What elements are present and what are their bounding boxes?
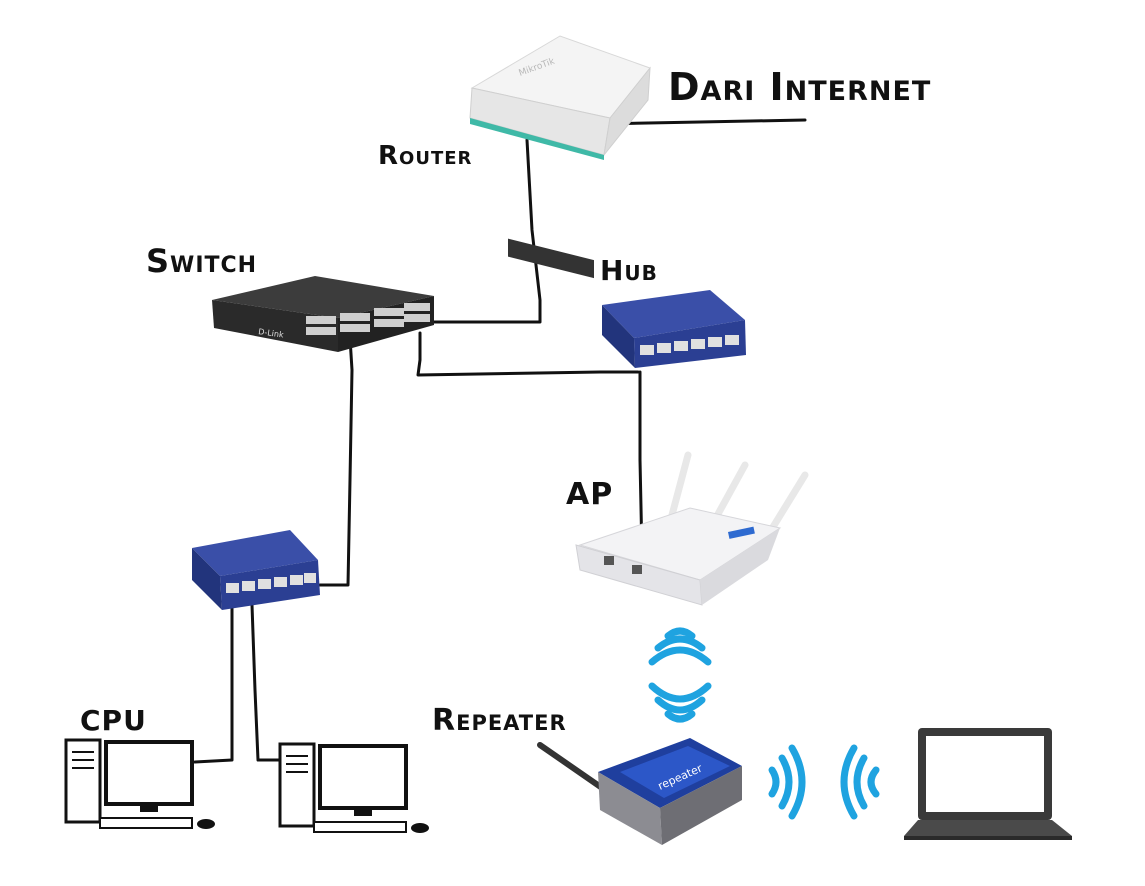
pc-2-keyboard: [313, 821, 407, 833]
pc-2-stand: [354, 808, 372, 816]
wifi-arc-rep-1: [664, 710, 696, 723]
label-repeater: Repeater: [432, 703, 567, 738]
repeater-device: repeater: [537, 738, 742, 845]
wifi-arc-out-2: [778, 754, 793, 810]
pc-1: [64, 738, 215, 829]
wifi-arc-out-1: [768, 766, 780, 798]
switch-brand: D-Link: [258, 327, 285, 340]
switch-ports: [306, 303, 430, 335]
hub-device: [602, 290, 746, 368]
wires: [193, 118, 807, 764]
repeater-side: [660, 766, 742, 845]
hub-ports: [640, 335, 739, 355]
laptop-base: [904, 820, 1072, 836]
small-hub-ports: [226, 573, 316, 593]
switch-device: D-Link: [212, 276, 434, 352]
label-switch: Switch: [146, 242, 257, 280]
laptop-device: [904, 728, 1072, 840]
ap-port-2: [632, 565, 642, 574]
wifi-repeater-signal: [648, 682, 712, 723]
hub-ap-wire: [638, 370, 644, 557]
hub-top: [602, 290, 745, 338]
wifi-arc-lap-3: [840, 744, 858, 820]
repeater-antenna: [537, 742, 608, 793]
pc-2-monitor: [318, 744, 408, 810]
ap-device: [575, 451, 809, 606]
wifi-arc-lap-1: [867, 766, 880, 798]
small-hub-side: [192, 548, 222, 610]
router-switch-wire: [428, 138, 542, 324]
switch-top: [212, 276, 434, 318]
switch-front: [212, 300, 338, 352]
wifi-ap-signal: [648, 627, 712, 666]
laptop-trim: [904, 836, 1072, 840]
router-side: [603, 66, 651, 157]
repeater-screen: [620, 746, 730, 798]
label-ap: AP: [566, 477, 613, 512]
wifi-arc-rep-3: [648, 682, 712, 703]
wifi-arc-ap-3: [648, 646, 712, 666]
ap-antenna-1: [668, 451, 692, 519]
internet-wire: [598, 118, 807, 126]
wifi-arc-ap-2: [654, 635, 706, 652]
smallhub-pc2-wire: [250, 603, 282, 762]
pc-1-keyboard: [99, 817, 193, 829]
label-cpu: CPU: [80, 704, 147, 737]
router-ports: [508, 238, 594, 279]
wifi-arc-rep-2: [654, 696, 706, 714]
switch-smallhub-wire: [318, 320, 354, 587]
small-hub-top: [192, 530, 318, 576]
pc-1-monitor: [104, 740, 194, 806]
label-hub: Hub: [600, 254, 658, 287]
smallhub-pc1-wire: [193, 603, 234, 764]
hub-front: [634, 320, 746, 368]
router-device: MikroTik: [469, 35, 651, 279]
ap-port-1: [604, 556, 614, 565]
wifi-arc-out-3: [788, 744, 806, 820]
wifi-arc-lap-2: [853, 754, 868, 810]
pc-2-mouse: [411, 823, 429, 833]
pc-1-mouse: [197, 819, 215, 829]
pc-2-tower: [278, 742, 316, 828]
wifi-laptop-signal: [840, 744, 880, 820]
laptop-screen: [926, 736, 1044, 812]
repeater-front: [598, 772, 662, 845]
ap-badge: [728, 526, 755, 539]
label-router: Router: [378, 141, 472, 171]
ap-side: [700, 528, 780, 605]
pc-2: [278, 742, 429, 833]
pc-1-stand: [140, 804, 158, 812]
pc-1-tower: [64, 738, 102, 824]
label-internet: Dari Internet: [668, 65, 931, 109]
small-hub-device: [192, 530, 320, 610]
switch-hub-wire: [416, 331, 640, 377]
wifi-arc-ap-1: [664, 627, 696, 640]
hub-side: [602, 305, 635, 368]
wifi-out-signal: [768, 744, 806, 820]
router-teal-trim: [470, 118, 604, 160]
